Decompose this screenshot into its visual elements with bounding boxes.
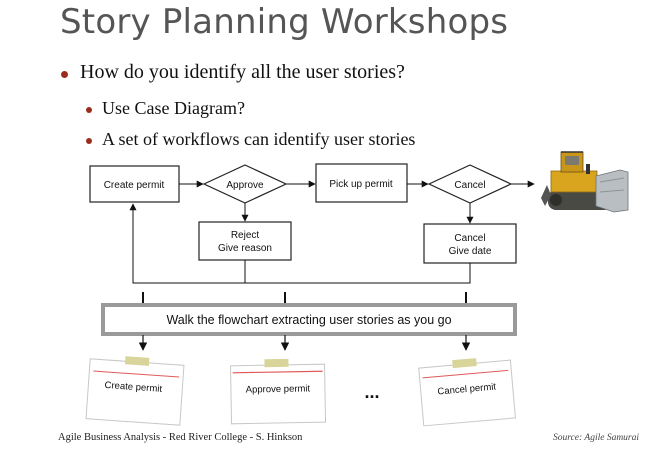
footer-source: Source: Agile Samurai [553, 433, 640, 443]
walk-banner-text: Walk the flowchart extracting user stori… [166, 313, 451, 327]
sub-bullet-item: Use Case Diagram? [86, 98, 245, 119]
reject-label: Reject [231, 230, 260, 241]
card-label: Cancel permit [437, 381, 497, 397]
sub-bullet-item: A set of workflows can identify user sto… [86, 129, 416, 150]
card-label: Approve permit [246, 383, 311, 395]
cancel-box-label: Cancel [454, 233, 485, 244]
more-cards-ellipsis: ... [364, 382, 379, 402]
bullet-text: How do you identify all the user stories… [80, 61, 405, 83]
bullet-item: How do you identify all the user stories… [61, 61, 405, 84]
bullet-text: Use Case Diagram? [102, 98, 245, 118]
footer-credit: Agile Business Analysis - Red River Coll… [58, 432, 303, 443]
cancel-decision-label: Cancel [454, 180, 485, 191]
card-tape [452, 358, 477, 369]
pick-up-permit-box [315, 163, 408, 203]
loop-arrow [129, 203, 471, 284]
bulldozer-icon [541, 151, 629, 213]
card-tape [264, 358, 289, 368]
create-permit-label: Create permit [104, 180, 165, 191]
story-card-create: Create permit [85, 356, 185, 426]
reject-box [198, 221, 292, 261]
bullet-dot-icon [86, 138, 92, 144]
bullet-dot-icon [86, 107, 92, 113]
walk-banner [101, 303, 517, 336]
card-red-line [93, 370, 180, 378]
card-red-line [232, 370, 323, 374]
bullet-dot-icon [61, 71, 68, 78]
cancel-date-label: Give date [449, 246, 492, 257]
story-card-cancel: Cancel permit [418, 358, 516, 427]
story-card-approve: Approve permit [230, 358, 327, 425]
cancel-date-box [423, 223, 517, 264]
approve-label: Approve [226, 180, 264, 191]
bullet-text: A set of workflows can identify user sto… [102, 129, 416, 149]
reject-reason-label: Give reason [218, 243, 272, 254]
slide-title: Story Planning Workshops [60, 2, 509, 42]
pick-up-permit-label: Pick up permit [329, 179, 393, 190]
card-label: Create permit [104, 380, 163, 395]
card-tape [124, 356, 150, 366]
card-red-line [422, 369, 509, 379]
